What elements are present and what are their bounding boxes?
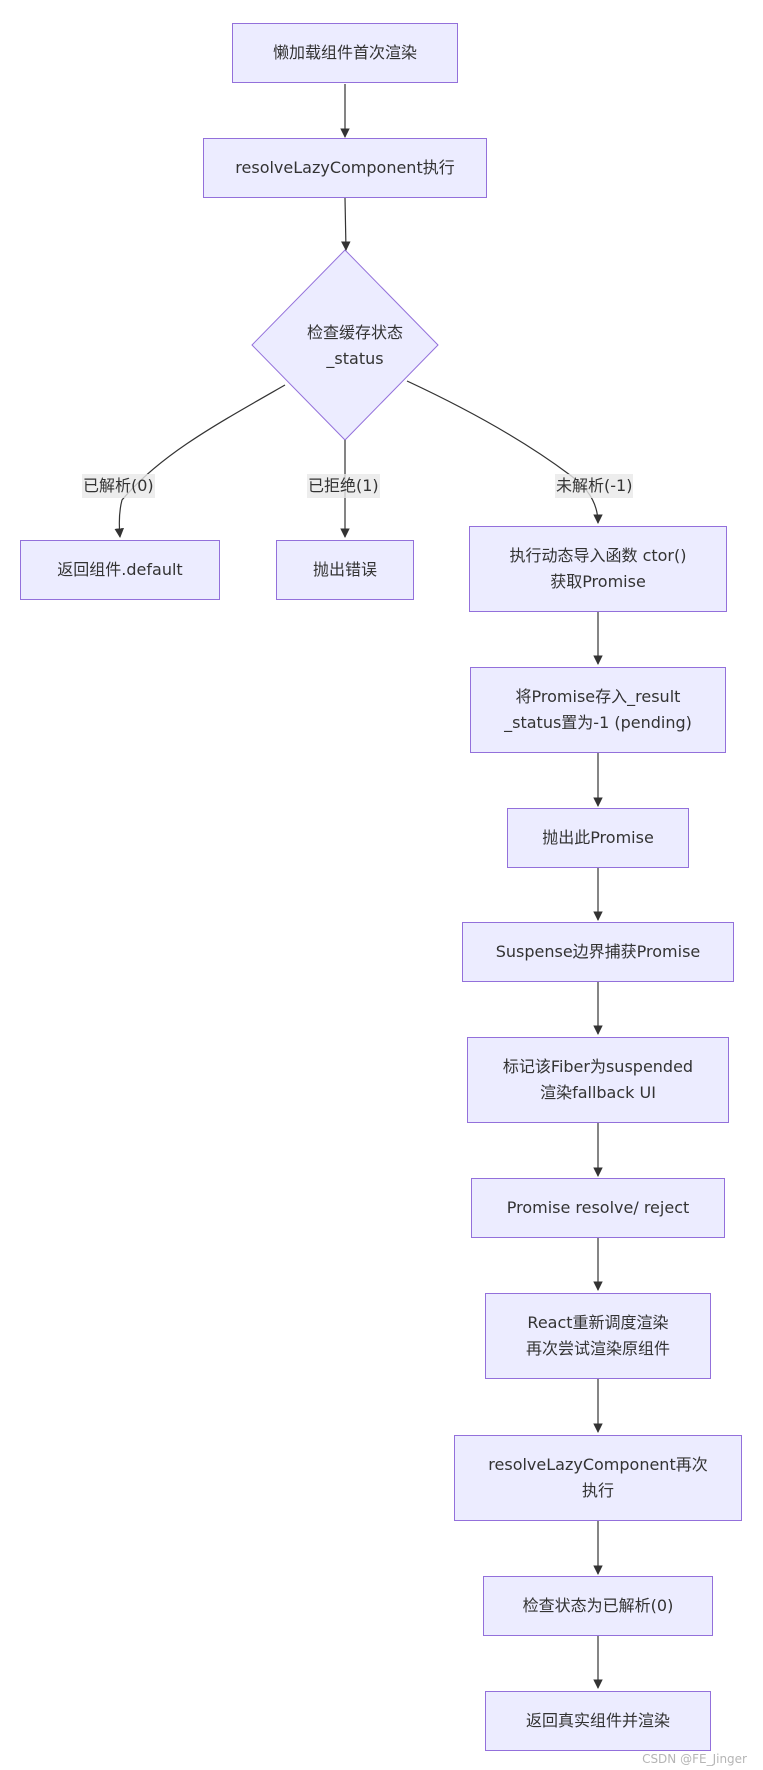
node-throw-promise: 抛出此Promise bbox=[507, 808, 689, 868]
node-resolve-again: resolveLazyComponent再次 执行 bbox=[454, 1435, 742, 1521]
node-promise-settle: Promise resolve/ reject bbox=[471, 1178, 725, 1238]
node-throw-promise-label: 抛出此Promise bbox=[542, 828, 654, 847]
node-resolve-label: resolveLazyComponent执行 bbox=[235, 158, 455, 177]
node-store-promise: 将Promise存入_result _status置为-1 (pending) bbox=[470, 667, 726, 753]
node-exec-ctor-label: 执行动态导入函数 ctor() 获取Promise bbox=[509, 546, 687, 591]
node-return-real: 返回真实组件并渲染 bbox=[485, 1691, 711, 1751]
edge-label-rejected: 已拒绝(1) bbox=[307, 474, 380, 498]
node-suspense-catch: Suspense边界捕获Promise bbox=[462, 922, 734, 982]
node-start-label: 懒加载组件首次渲染 bbox=[272, 43, 417, 62]
edge-label-unresolved: 未解析(-1) bbox=[555, 474, 634, 498]
node-check-resolved-label: 检查状态为已解析(0) bbox=[522, 1596, 674, 1615]
edge-label-resolved: 已解析(0) bbox=[82, 474, 155, 498]
node-resolve-again-label: resolveLazyComponent再次 执行 bbox=[488, 1455, 708, 1500]
edge-check-to-return-default bbox=[114, 384, 286, 538]
node-store-promise-label: 将Promise存入_result _status置为-1 (pending) bbox=[504, 687, 692, 732]
node-react-reschedule-label: React重新调度渲染 再次尝试渲染原组件 bbox=[525, 1313, 670, 1358]
edge-resolve-to-check bbox=[341, 197, 351, 251]
edge-check-to-exec-ctor bbox=[406, 380, 603, 524]
node-return-default-label: 返回组件.default bbox=[57, 560, 183, 579]
watermark: CSDN @FE_Jinger bbox=[642, 1752, 747, 1766]
node-resolve: resolveLazyComponent执行 bbox=[203, 138, 487, 198]
node-mark-suspended-label: 标记该Fiber为suspended 渲染fallback UI bbox=[502, 1057, 694, 1102]
node-throw-error-label: 抛出错误 bbox=[312, 560, 377, 579]
node-react-reschedule: React重新调度渲染 再次尝试渲染原组件 bbox=[485, 1293, 711, 1379]
node-return-real-label: 返回真实组件并渲染 bbox=[525, 1711, 670, 1730]
node-start: 懒加载组件首次渲染 bbox=[232, 23, 458, 83]
node-throw-error: 抛出错误 bbox=[276, 540, 414, 600]
node-return-default: 返回组件.default bbox=[20, 540, 220, 600]
node-mark-suspended: 标记该Fiber为suspended 渲染fallback UI bbox=[467, 1037, 729, 1123]
node-check-resolved: 检查状态为已解析(0) bbox=[483, 1576, 713, 1636]
node-promise-settle-label: Promise resolve/ reject bbox=[506, 1198, 690, 1217]
node-exec-ctor: 执行动态导入函数 ctor() 获取Promise bbox=[469, 526, 727, 612]
node-check-label: 检查缓存状态 _status bbox=[306, 323, 403, 368]
node-suspense-catch-label: Suspense边界捕获Promise bbox=[495, 942, 701, 961]
